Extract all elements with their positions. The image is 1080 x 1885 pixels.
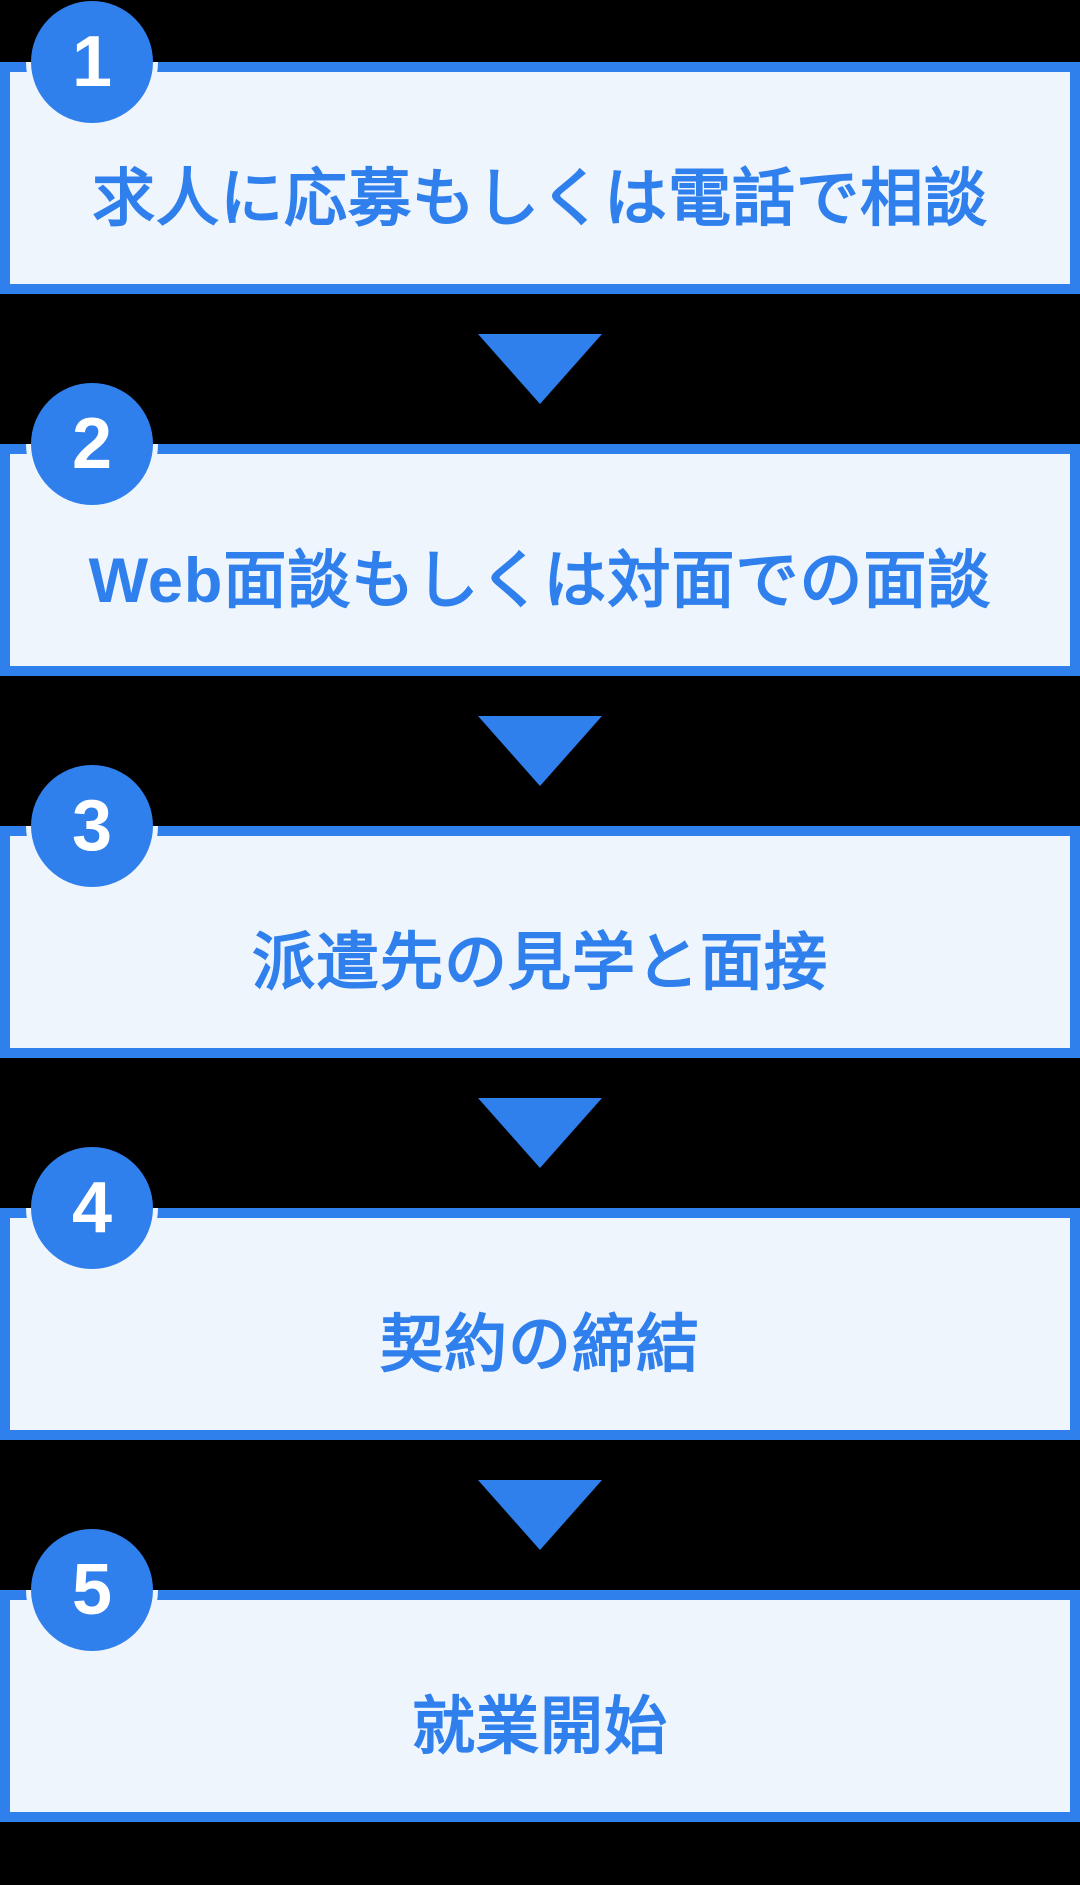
- step-2-box: Web面談もしくは対面での面談: [0, 444, 1080, 676]
- step-5-number: 5: [71, 1550, 113, 1630]
- step-1: 求人に応募もしくは電話で相談 1: [0, 1, 1080, 294]
- step-4-number: 4: [71, 1168, 113, 1248]
- step-5-number-badge: 5: [31, 1529, 153, 1651]
- arrow-gap-4: [0, 1440, 1080, 1590]
- step-3-number: 3: [71, 786, 113, 866]
- step-3-number-badge: 3: [31, 765, 153, 887]
- step-1-number-badge: 1: [31, 1, 153, 123]
- step-1-box-frame: [0, 62, 1080, 294]
- step-3: 派遣先の見学と面接 3: [0, 765, 1080, 1058]
- step-3-box-frame: [0, 826, 1080, 1058]
- step-2-number: 2: [71, 404, 113, 484]
- step-2: Web面談もしくは対面での面談 2: [0, 383, 1080, 676]
- step-4-box: 契約の締結: [0, 1208, 1080, 1440]
- step-1-number: 1: [71, 22, 113, 102]
- step-5-box-frame: [0, 1590, 1080, 1822]
- arrow-gap-1: [0, 294, 1080, 444]
- step-5-box: 就業開始: [0, 1590, 1080, 1822]
- step-5-label: 就業開始: [412, 1691, 668, 1762]
- step-1-box: 求人に応募もしくは電話で相談: [0, 62, 1080, 294]
- step-4: 契約の締結 4: [0, 1147, 1080, 1440]
- step-2-label: Web面談もしくは対面での面談: [88, 545, 992, 616]
- step-4-number-badge: 4: [31, 1147, 153, 1269]
- step-flow-diagram: 求人に応募もしくは電話で相談 1 Web面談もしくは対面での面談 2 派遣先の見…: [0, 1, 1080, 1822]
- arrow-gap-2: [0, 676, 1080, 826]
- step-3-label: 派遣先の見学と面接: [252, 927, 828, 998]
- step-4-label: 契約の締結: [380, 1309, 700, 1380]
- step-2-box-frame: [0, 444, 1080, 676]
- step-3-box: 派遣先の見学と面接: [0, 826, 1080, 1058]
- step-5: 就業開始 5: [0, 1529, 1080, 1822]
- arrow-down-icon: [478, 334, 602, 404]
- step-1-label: 求人に応募もしくは電話で相談: [92, 163, 988, 234]
- step-2-number-badge: 2: [31, 383, 153, 505]
- arrow-down-icon: [478, 1098, 602, 1168]
- step-4-box-frame: [0, 1208, 1080, 1440]
- arrow-down-icon: [478, 1480, 602, 1550]
- arrow-down-icon: [478, 716, 602, 786]
- arrow-gap-3: [0, 1058, 1080, 1208]
